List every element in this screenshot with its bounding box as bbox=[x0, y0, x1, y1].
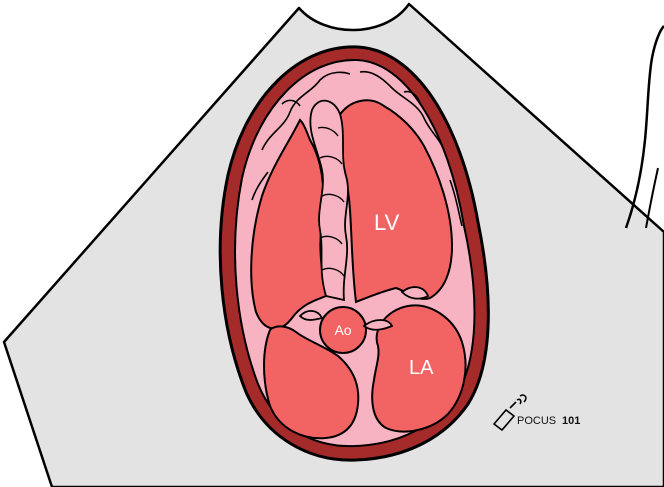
ao-label: Ao bbox=[334, 322, 351, 338]
watermark-brand: POCUS bbox=[517, 415, 556, 427]
watermark-number: 101 bbox=[562, 415, 580, 427]
lv-label: LV bbox=[374, 210, 400, 235]
background-outline-sketch bbox=[626, 26, 664, 228]
la-label: LA bbox=[409, 357, 434, 379]
